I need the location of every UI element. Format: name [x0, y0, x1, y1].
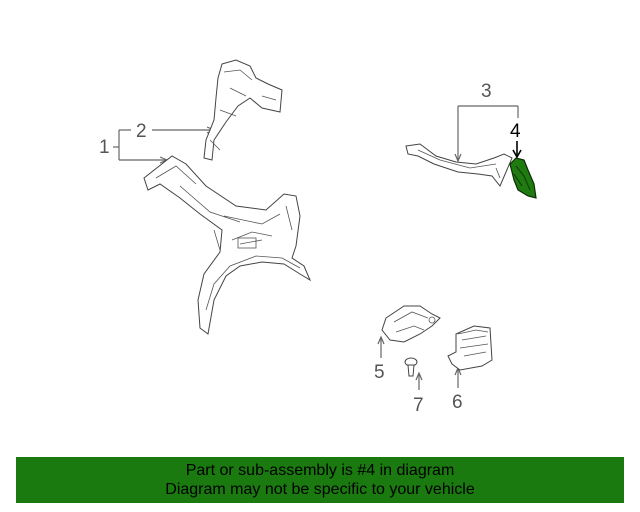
leader-line-5 [377, 335, 385, 358]
banner-line-2: Diagram may not be specific to your vehi… [165, 481, 475, 498]
leader-line-6 [454, 366, 462, 388]
callout-3: 3 [481, 81, 492, 102]
part-4-bracket-highlighted [509, 157, 537, 199]
callout-7: 7 [413, 395, 424, 416]
part-5-bracket [381, 305, 441, 343]
callout-4: 4 [510, 121, 521, 142]
callout-2: 2 [136, 121, 147, 142]
leader-line-2 [152, 126, 216, 134]
leader-line-4 [512, 141, 522, 159]
part-1-wheelhouse [143, 155, 312, 335]
part-2-bracket [203, 59, 283, 161]
part-7-clip [404, 357, 418, 377]
callout-1: 1 [99, 137, 110, 158]
parts-diagram: 1 2 3 4 5 6 7 [99, 59, 537, 416]
part-6-housing [447, 325, 493, 371]
info-banner: Part or sub-assembly is #4 in diagram Di… [16, 457, 624, 503]
callout-6: 6 [452, 392, 463, 413]
part-3-brace [405, 143, 513, 187]
banner-line-1: Part or sub-assembly is #4 in diagram [185, 462, 455, 479]
callout-5: 5 [374, 362, 385, 383]
leader-line-7 [415, 371, 423, 390]
leader-line-3 [454, 105, 519, 163]
